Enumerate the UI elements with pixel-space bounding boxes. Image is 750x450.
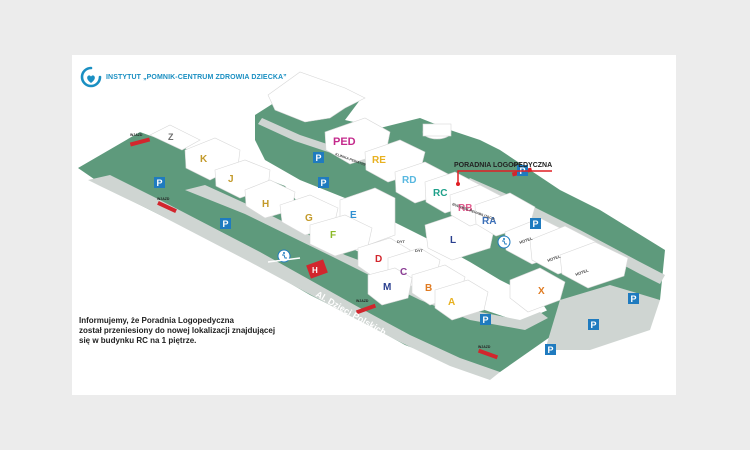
callout-line bbox=[457, 170, 552, 184]
parking-marker-6: P bbox=[530, 218, 541, 229]
parking-marker-7: P bbox=[480, 314, 491, 325]
label-D: D bbox=[375, 254, 382, 265]
parking-icon: P bbox=[631, 294, 637, 304]
barrier-se-label: WJAZD bbox=[478, 345, 491, 349]
caption-dyt-2: DYT bbox=[415, 248, 424, 253]
parking-icon: P bbox=[591, 320, 597, 330]
notice-line-3: się w budynku RC na 1 piętrze. bbox=[79, 336, 197, 345]
poradnia-callout: PORADNIA LOGOPEDYCZNA bbox=[454, 162, 552, 186]
parking-marker-4: P bbox=[318, 177, 329, 188]
label-B: B bbox=[425, 283, 432, 294]
parking-marker-1: P bbox=[154, 177, 165, 188]
building-hotel-3 bbox=[559, 241, 629, 289]
institute-logo-icon bbox=[80, 66, 102, 88]
label-X: X bbox=[538, 286, 545, 297]
barrier-s-label: WJAZD bbox=[356, 299, 369, 303]
label-PED: PED bbox=[333, 136, 356, 148]
label-L: L bbox=[450, 235, 456, 246]
label-K: K bbox=[200, 154, 208, 165]
parking-icon: P bbox=[157, 178, 163, 188]
label-RD: RD bbox=[402, 175, 416, 186]
caption-hotel-3: HOTEL bbox=[575, 267, 590, 277]
label-G: G bbox=[305, 213, 313, 224]
label-M: M bbox=[383, 282, 391, 293]
inner-road bbox=[185, 185, 548, 330]
parking-icon: P bbox=[321, 178, 327, 188]
water-tank-body bbox=[422, 123, 452, 137]
building-M bbox=[367, 267, 413, 306]
parking-marker-2: P bbox=[220, 218, 231, 229]
parking-icon: P bbox=[483, 315, 489, 325]
label-RA: RA bbox=[482, 216, 496, 227]
label-J: J bbox=[228, 174, 234, 185]
parking-marker-10: P bbox=[545, 344, 556, 355]
caption-dyt-1: DYT bbox=[397, 239, 406, 244]
label-A: A bbox=[448, 297, 455, 308]
notice-line-2: został przeniesiony do nowej lokalizacji… bbox=[79, 326, 276, 335]
label-F: F bbox=[330, 230, 336, 241]
caption-hotel-1: HOTEL bbox=[519, 235, 534, 245]
callout-label: PORADNIA LOGOPEDYCZNA bbox=[454, 162, 552, 169]
barrier-s bbox=[355, 303, 377, 315]
relocation-notice: Informujemy, że Poradnia Logopedyczna zo… bbox=[79, 316, 319, 346]
building-labels: Z K J H G F E D C B A M L X PED RE RD RC… bbox=[168, 132, 545, 308]
parking-marker-9: P bbox=[628, 293, 639, 304]
barrier-w-label: WJAZD bbox=[157, 197, 170, 201]
label-RB: RB bbox=[458, 203, 472, 214]
label-RE: RE bbox=[372, 155, 386, 166]
building-A bbox=[434, 279, 489, 321]
parking-marker-8: P bbox=[588, 319, 599, 330]
parking-icon: P bbox=[548, 345, 554, 355]
parking-icon: P bbox=[533, 219, 539, 229]
helipad-label: H bbox=[312, 266, 318, 275]
parking-marker-3: P bbox=[313, 152, 324, 163]
building-X bbox=[509, 267, 566, 313]
institute-header: INSTYTUT „POMNIK-CENTRUM ZDROWIA DZIECKA… bbox=[80, 66, 287, 88]
parking-icon: P bbox=[316, 153, 322, 163]
street-road bbox=[88, 175, 500, 380]
helipad bbox=[306, 259, 328, 279]
buildings-group bbox=[149, 71, 629, 321]
label-RC: RC bbox=[433, 188, 447, 199]
barrier-nw bbox=[129, 137, 151, 147]
label-Z: Z bbox=[168, 132, 174, 142]
label-E: E bbox=[350, 210, 357, 221]
caption-hotel-2: HOTEL bbox=[547, 253, 562, 263]
helipad-arrow bbox=[267, 257, 301, 263]
barrier-nw-label: WJAZD bbox=[130, 133, 143, 137]
barrier-w bbox=[157, 200, 177, 214]
label-C: C bbox=[400, 267, 407, 278]
parking-icon: P bbox=[223, 219, 229, 229]
institute-name: INSTYTUT „POMNIK-CENTRUM ZDROWIA DZIECKA… bbox=[106, 73, 287, 81]
barrier-se bbox=[477, 348, 499, 360]
wheelchair-icon bbox=[497, 235, 511, 249]
callout-dot bbox=[456, 182, 460, 186]
notice-line-1: Informujemy, że Poradnia Logopedyczna bbox=[79, 316, 234, 325]
building-Z bbox=[149, 124, 201, 151]
building-admin bbox=[267, 71, 366, 123]
label-H: H bbox=[262, 199, 269, 210]
